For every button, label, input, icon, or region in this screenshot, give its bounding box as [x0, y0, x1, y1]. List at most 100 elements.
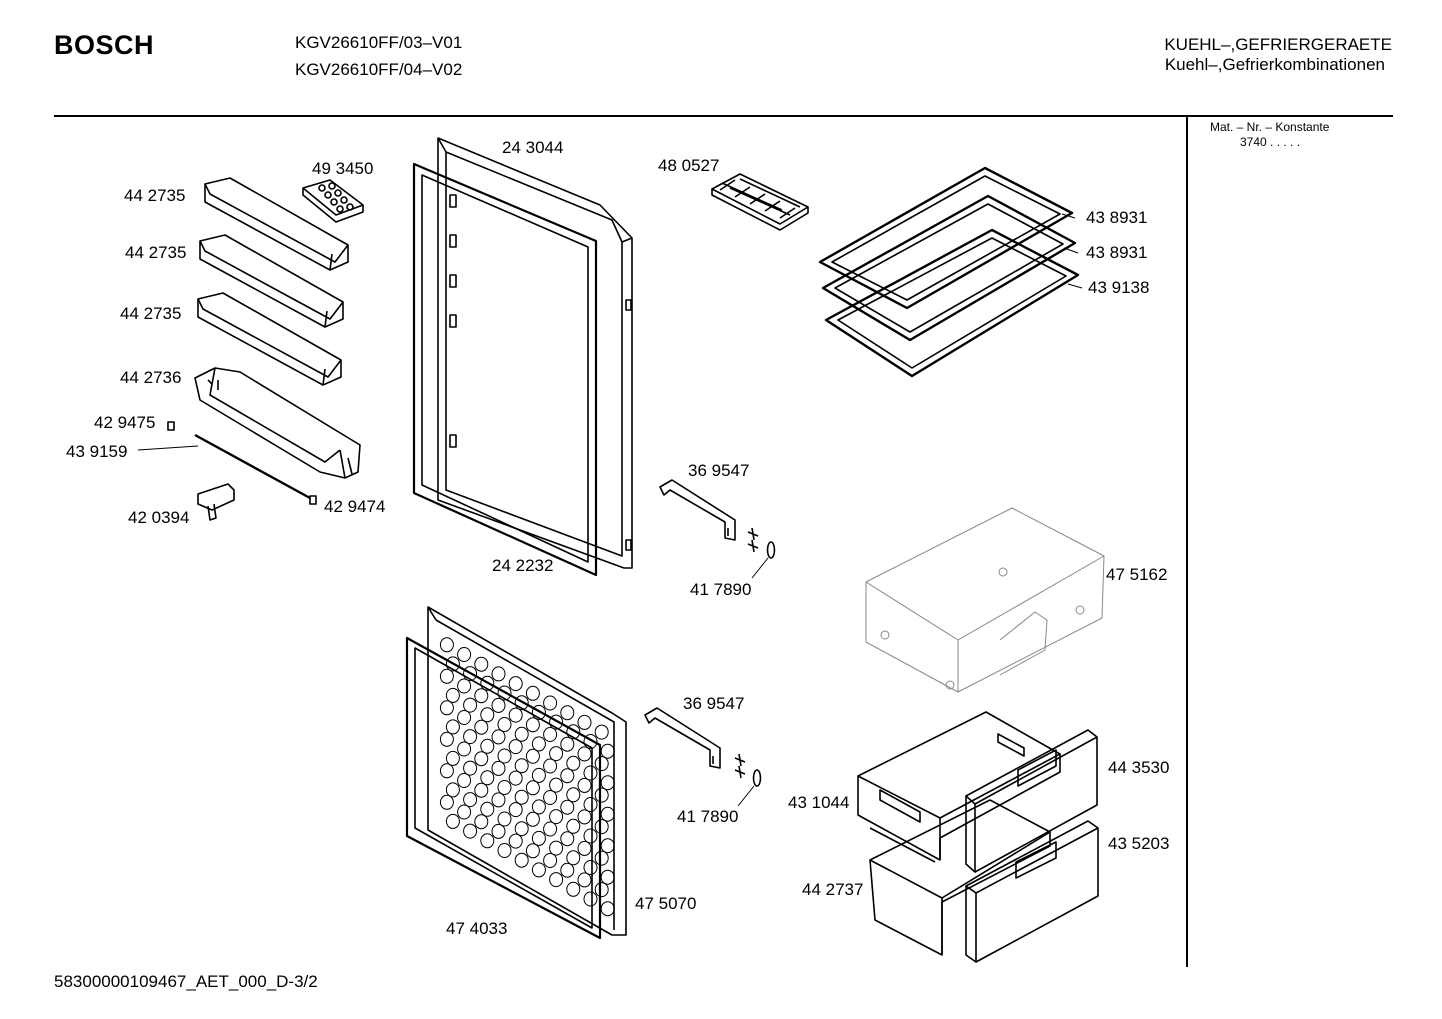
- lower-drawer[interactable]: [869, 799, 1051, 956]
- freezer-gasket[interactable]: [405, 636, 602, 940]
- handle-top[interactable]: [659, 479, 736, 541]
- brand-logo: BOSCH: [54, 30, 155, 60]
- label-fridge-door: 24 3044: [502, 138, 564, 157]
- honeycomb-cell: [583, 797, 598, 812]
- honeycomb-cell: [480, 738, 495, 754]
- honeycomb-cell: [525, 811, 540, 827]
- label-screws-bottom: 41 7890: [677, 807, 739, 826]
- honeycomb-cell: [514, 789, 529, 805]
- clip-top[interactable]: [167, 421, 175, 431]
- honeycomb-cell: [514, 695, 529, 711]
- lower-drawer-front[interactable]: [965, 820, 1099, 963]
- screws-top[interactable]: [747, 527, 776, 579]
- bottle-bin[interactable]: [194, 367, 361, 479]
- leader-lines: [137, 213, 1083, 451]
- honeycomb-cell: [474, 782, 489, 798]
- honeycomb-cell: [543, 790, 558, 805]
- rod[interactable]: [194, 433, 311, 500]
- shelf-2[interactable]: [821, 194, 1077, 342]
- honeycomb-cell: [491, 792, 506, 808]
- model-number-1: KGV26610FF/03–V01: [295, 33, 463, 52]
- label-ice-tray: 48 0527: [658, 156, 720, 175]
- honeycomb-cell: [457, 741, 472, 757]
- honeycomb-cell: [583, 828, 598, 844]
- handle-bottom[interactable]: [644, 707, 721, 769]
- door-bin-3[interactable]: [197, 292, 342, 386]
- honeycomb-cell: [457, 773, 472, 788]
- honeycomb-cell: [600, 869, 615, 885]
- screws-bottom[interactable]: [734, 753, 762, 807]
- upper-drawer-front[interactable]: [965, 729, 1098, 873]
- honeycomb-cell: [457, 710, 472, 725]
- honeycomb-cell: [549, 777, 564, 793]
- honeycomb-cell: [491, 823, 506, 839]
- label-crisper: 47 5162: [1106, 565, 1168, 584]
- label-freezer-door: 47 5070: [635, 894, 697, 913]
- honeycomb-cell: [463, 666, 478, 682]
- egg-tray[interactable]: [302, 179, 364, 223]
- honeycomb-cell: [463, 823, 478, 839]
- honeycomb-cell: [457, 647, 472, 662]
- mat-number-label: Mat. – Nr. – Konstante: [1210, 120, 1330, 134]
- crisper-drawer[interactable]: [865, 507, 1105, 693]
- honeycomb-cell: [463, 792, 478, 808]
- label-clip-bottom: 42 9474: [324, 497, 386, 516]
- honeycomb-cell: [577, 809, 592, 825]
- honeycomb-cell: [497, 811, 512, 827]
- honeycomb-cell: [457, 804, 472, 820]
- honeycomb-cell: [531, 799, 546, 815]
- honeycomb-cell: [594, 756, 609, 772]
- door-bin-2[interactable]: [199, 234, 344, 328]
- honeycomb-cell: [577, 872, 592, 888]
- honeycomb-cell: [600, 743, 615, 759]
- shelf-3[interactable]: [824, 228, 1080, 378]
- honeycomb-cell: [525, 843, 540, 859]
- honeycomb-cell: [560, 799, 575, 815]
- label-door-bin-1: 44 2735: [124, 186, 186, 205]
- honeycomb-cell: [600, 901, 615, 917]
- honeycomb-cell: [577, 714, 592, 730]
- label-freezer-gasket: 47 4033: [446, 919, 508, 938]
- honeycomb-cell: [543, 695, 558, 711]
- ice-tray[interactable]: [711, 173, 809, 231]
- clip-bottom[interactable]: [309, 495, 317, 505]
- end-piece[interactable]: [197, 483, 235, 521]
- freezer-door[interactable]: [427, 606, 627, 936]
- honeycomb-cell: [549, 746, 564, 762]
- honeycomb-cell: [474, 814, 489, 830]
- honeycomb-cell: [439, 668, 454, 684]
- honeycomb-cell: [531, 830, 546, 846]
- honeycomb-cell: [525, 685, 540, 701]
- honeycomb-cell: [445, 782, 460, 798]
- honeycomb-cell: [439, 700, 454, 716]
- honeycomb-cell: [594, 819, 609, 835]
- honeycomb-cell: [577, 746, 592, 762]
- honeycomb-cell: [439, 731, 454, 747]
- honeycomb-cell: [497, 717, 512, 732]
- label-drawer-front-upper: 44 3530: [1108, 758, 1170, 777]
- honeycomb-cell: [531, 704, 546, 720]
- document-code: 58300000109467_AET_000_D-3/2: [54, 972, 318, 991]
- honeycomb-cell: [543, 727, 558, 742]
- header-rule: [54, 115, 1393, 117]
- honeycomb-cell: [600, 775, 615, 791]
- honeycomb-cell: [514, 758, 529, 774]
- shelf-1[interactable]: [818, 166, 1074, 310]
- mat-number-value: 3740 . . . . .: [1240, 135, 1301, 149]
- fridge-door[interactable]: [437, 137, 633, 569]
- honeycomb-cell: [497, 685, 512, 701]
- honeycomb-cell: [491, 760, 506, 776]
- honeycomb-cell: [583, 765, 598, 781]
- honeycomb-cell: [560, 831, 575, 847]
- honeycomb-cell: [508, 802, 523, 818]
- honeycomb-cell: [480, 833, 495, 849]
- honeycomb-cell: [491, 666, 506, 682]
- label-handle-bottom: 36 9547: [683, 694, 745, 713]
- honeycomb-cell: [480, 675, 495, 691]
- fridge-gasket[interactable]: [412, 162, 598, 577]
- upper-drawer[interactable]: [857, 711, 1061, 863]
- honeycomb-cell: [508, 833, 523, 849]
- label-shelf-1: 43 8931: [1086, 208, 1148, 227]
- door-bin-1[interactable]: [204, 177, 349, 271]
